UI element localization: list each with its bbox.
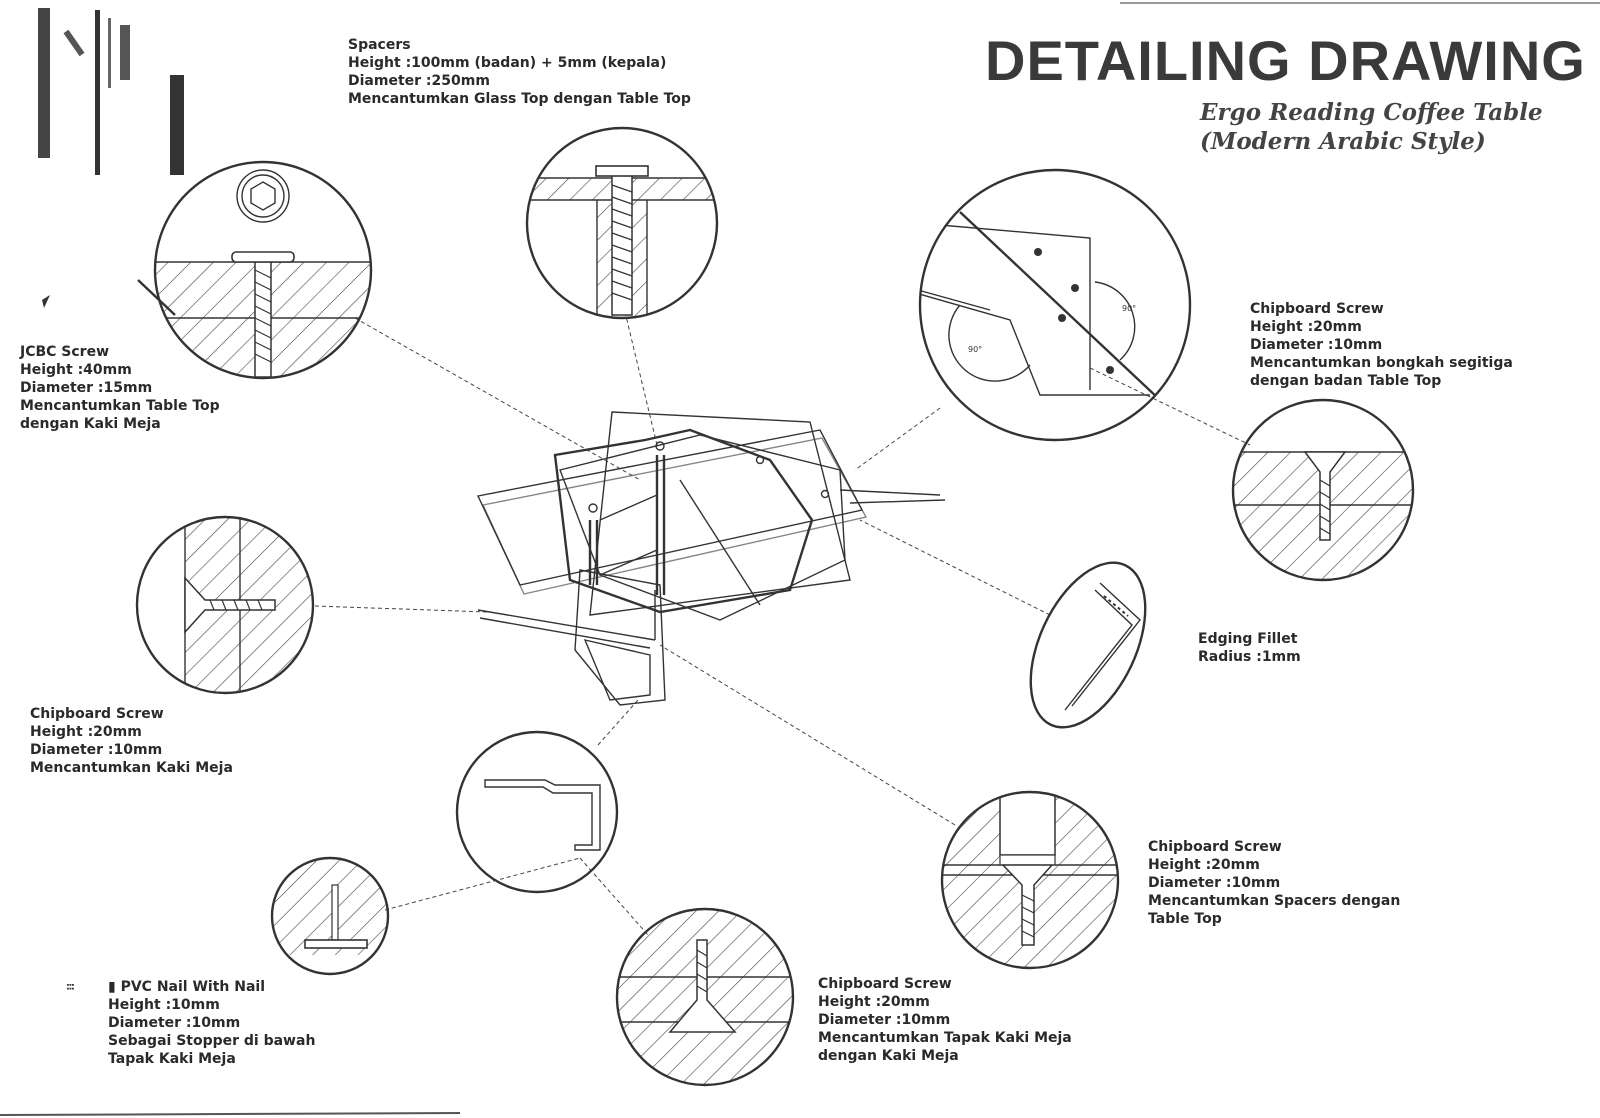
- detail-chipboard-screw-spacers: [940, 790, 1120, 970]
- note-spacers: Spacers Height :100mm (badan) + 5mm (kep…: [348, 36, 691, 108]
- note-line: Mencantumkan Kaki Meja: [30, 760, 233, 776]
- detail-chipboard-screw-bottom: [615, 907, 795, 1087]
- detail-chipboard-screw-left: [135, 515, 315, 695]
- note-jcbc-screw: JCBC Screw Height :40mm Diameter :15mm M…: [20, 343, 220, 433]
- note-line: Height :20mm: [1250, 319, 1362, 335]
- note-edging-fillet: Edging Fillet Radius :1mm: [1198, 630, 1301, 666]
- note-line: Radius :1mm: [1198, 649, 1301, 665]
- note-line: Mencantumkan Tapak Kaki Meja: [818, 1030, 1072, 1046]
- note-line: Diameter :15mm: [20, 380, 153, 396]
- note-line: Height :10mm: [108, 997, 220, 1013]
- note-line: Height :20mm: [30, 724, 142, 740]
- note-chipboard-screw-leg: Chipboard Screw Height :20mm Diameter :1…: [30, 705, 233, 777]
- note-chipboard-screw-foot: Chipboard Screw Height :20mm Diameter :1…: [818, 975, 1072, 1065]
- note-pvc-nail: ▮ PVC Nail With Nail Height :10mm Diamet…: [108, 978, 315, 1068]
- leader-lines: [314, 311, 1251, 936]
- note-line: Mencantumkan Glass Top dengan Table Top: [348, 91, 691, 107]
- note-line: Mencantumkan Table Top: [20, 398, 220, 414]
- note-line: Chipboard Screw: [1250, 301, 1384, 317]
- scan-mark: ⁝⁝: [64, 983, 75, 991]
- drawing-subtitle: Ergo Reading Coffee Table (Modern Arabic…: [1200, 98, 1543, 156]
- note-line: Height :40mm: [20, 362, 132, 378]
- detail-leg-bracket: [455, 730, 619, 894]
- detail-edging-fillet: [1029, 561, 1147, 729]
- page-title: DETAILING DRAWING: [985, 29, 1586, 92]
- note-line: Tapak Kaki Meja: [108, 1051, 236, 1067]
- note-line: dengan Kaki Meja: [20, 416, 161, 432]
- note-line: Chipboard Screw: [818, 976, 952, 992]
- detail-pvc-nail: [270, 856, 390, 976]
- svg-text:90°: 90°: [1122, 304, 1136, 313]
- note-line: Table Top: [1148, 911, 1222, 927]
- note-line: Height :20mm: [818, 994, 930, 1010]
- note-line: Mencantumkan Spacers dengan: [1148, 893, 1401, 909]
- note-line: JCBC Screw: [20, 344, 110, 360]
- note-line: ▮ PVC Nail With Nail: [108, 978, 315, 996]
- note-line: Diameter :10mm: [1250, 337, 1383, 353]
- note-line: Mencantumkan bongkah segitiga: [1250, 355, 1513, 371]
- detail-chipboard-screw-right: [1231, 398, 1415, 582]
- note-line: Height :20mm: [1148, 857, 1260, 873]
- subtitle-line-1: Ergo Reading Coffee Table: [1200, 99, 1543, 126]
- note-chipboard-screw-spacers: Chipboard Screw Height :20mm Diameter :1…: [1148, 838, 1400, 928]
- note-line-text: PVC Nail With Nail: [120, 979, 265, 995]
- note-line: Diameter :10mm: [818, 1012, 951, 1028]
- nail-icon: ▮: [108, 979, 121, 995]
- svg-text:90°: 90°: [968, 345, 982, 354]
- note-line: Chipboard Screw: [1148, 839, 1282, 855]
- note-line: Edging Fillet: [1198, 631, 1298, 647]
- note-line: Chipboard Screw: [30, 706, 164, 722]
- note-line: Sebagai Stopper di bawah: [108, 1033, 316, 1049]
- note-line: dengan badan Table Top: [1250, 373, 1442, 389]
- note-line: Diameter :10mm: [108, 1015, 241, 1031]
- detail-triangle-block: 90° 90°: [918, 168, 1192, 442]
- detail-spacers: [525, 126, 719, 320]
- note-line: Diameter :10mm: [1148, 875, 1281, 891]
- note-line: Diameter :10mm: [30, 742, 163, 758]
- note-line: Spacers: [348, 37, 411, 53]
- note-line: Height :100mm (badan) + 5mm (kepala): [348, 55, 667, 71]
- note-line: Diameter :250mm: [348, 73, 490, 89]
- note-chipboard-screw-triangle: Chipboard Screw Height :20mm Diameter :1…: [1250, 300, 1513, 390]
- subtitle-line-2: (Modern Arabic Style): [1200, 128, 1486, 155]
- note-line: dengan Kaki Meja: [818, 1048, 959, 1064]
- coffee-table-isometric-view: [476, 411, 946, 706]
